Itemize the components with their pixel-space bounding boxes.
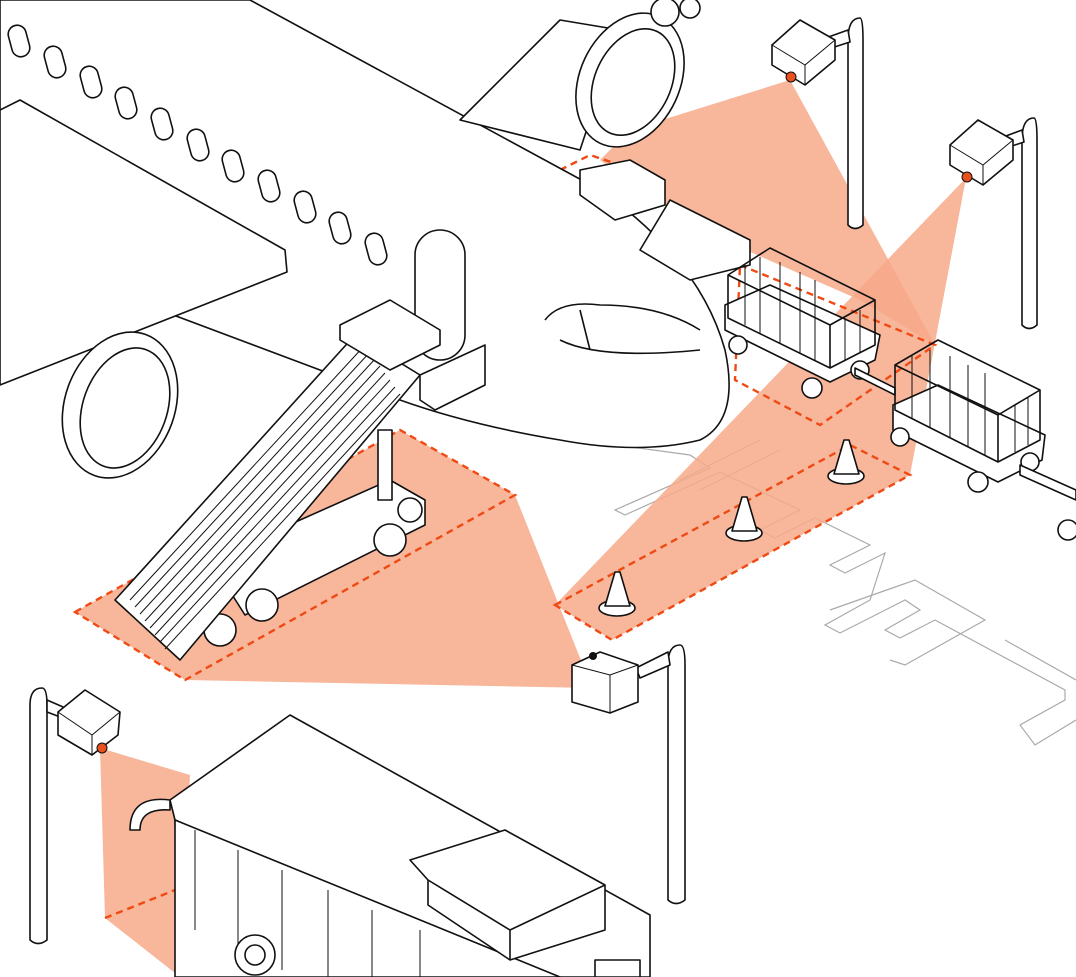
baggage-cart-2 xyxy=(890,339,1046,493)
traffic-cones xyxy=(598,439,865,617)
security-camera-icon xyxy=(949,119,1014,186)
cones-zone xyxy=(552,443,913,642)
airplane xyxy=(0,0,751,479)
baggage-cart-1 xyxy=(724,247,881,399)
traffic-cone-icon xyxy=(598,571,636,617)
nose-zone xyxy=(559,153,621,172)
security-camera-icon xyxy=(57,689,121,756)
cabin-windows xyxy=(7,24,388,266)
traffic-cone-icon xyxy=(725,496,763,542)
security-camera-icon xyxy=(571,651,639,714)
traffic-cone-icon xyxy=(827,439,865,485)
security-camera-right xyxy=(949,117,1038,330)
bus-zone xyxy=(104,888,176,920)
stairs-zone xyxy=(72,428,518,682)
security-camera-icon xyxy=(771,19,836,86)
security-camera-top xyxy=(771,17,864,230)
security-camera-bus xyxy=(29,687,121,945)
coverage-top-camera xyxy=(600,80,935,345)
boarding-stairs xyxy=(114,299,486,661)
bus xyxy=(129,714,651,977)
security-camera-middle xyxy=(571,644,686,905)
